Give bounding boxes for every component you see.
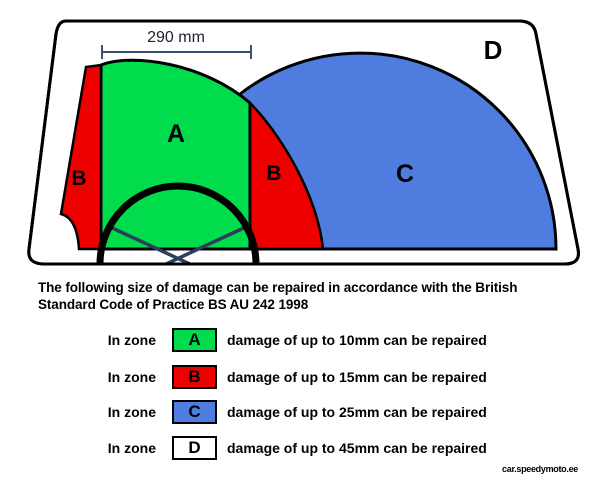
legend-prefix: In zone (107, 404, 156, 420)
dimension-290mm (101, 45, 252, 59)
zone-d-label: D (484, 35, 503, 65)
legend-row-d: In zone D damage of up to 45mm can be re… (0, 436, 487, 460)
windscreen-diagram: 290 mm A B B C D (27, 19, 580, 266)
legend-text-a: damage of up to 10mm can be repaired (227, 332, 487, 348)
zone-b-left-label: B (71, 167, 86, 190)
zone-a-shape (99, 58, 252, 251)
legend-swatch-c: C (172, 400, 217, 424)
description-line-2: Standard Code of Practice BS AU 242 1998 (38, 297, 309, 312)
legend-zone-letter: B (188, 367, 201, 386)
legend-swatch-b: B (172, 365, 217, 389)
zone-a-label: A (167, 120, 185, 148)
steering-wheel-rim (96, 182, 260, 264)
legend-zone-letter: D (188, 438, 201, 457)
legend-swatch-a: A (172, 328, 217, 352)
description-line-1: The following size of damage can be repa… (38, 280, 518, 295)
legend-zone-letter: A (188, 330, 201, 349)
watermark: car.speedymoto.ee (502, 464, 578, 474)
legend-row-a: In zone A damage of up to 10mm can be re… (0, 328, 487, 352)
zone-b-right-label: B (266, 162, 281, 185)
zone-b-right-shape (248, 99, 325, 251)
description-text: The following size of damage can be repa… (38, 279, 578, 313)
legend-prefix: In zone (107, 440, 156, 456)
legend-swatch-d: D (172, 436, 217, 460)
legend-text-d: damage of up to 45mm can be repaired (227, 440, 487, 456)
legend-zone-letter: C (188, 402, 201, 421)
windscreen-outline-stroke (27, 19, 580, 266)
zone-c-label: C (396, 160, 414, 188)
zone-b-left-shape (59, 63, 103, 251)
legend-row-c: In zone C damage of up to 25mm can be re… (0, 400, 487, 424)
legend-text-b: damage of up to 15mm can be repaired (227, 369, 487, 385)
legend-prefix: In zone (107, 369, 156, 385)
legend-row-b: In zone B damage of up to 15mm can be re… (0, 365, 487, 389)
legend-text-c: damage of up to 25mm can be repaired (227, 404, 487, 420)
dimension-label: 290 mm (147, 29, 205, 46)
legend-prefix: In zone (107, 332, 156, 348)
